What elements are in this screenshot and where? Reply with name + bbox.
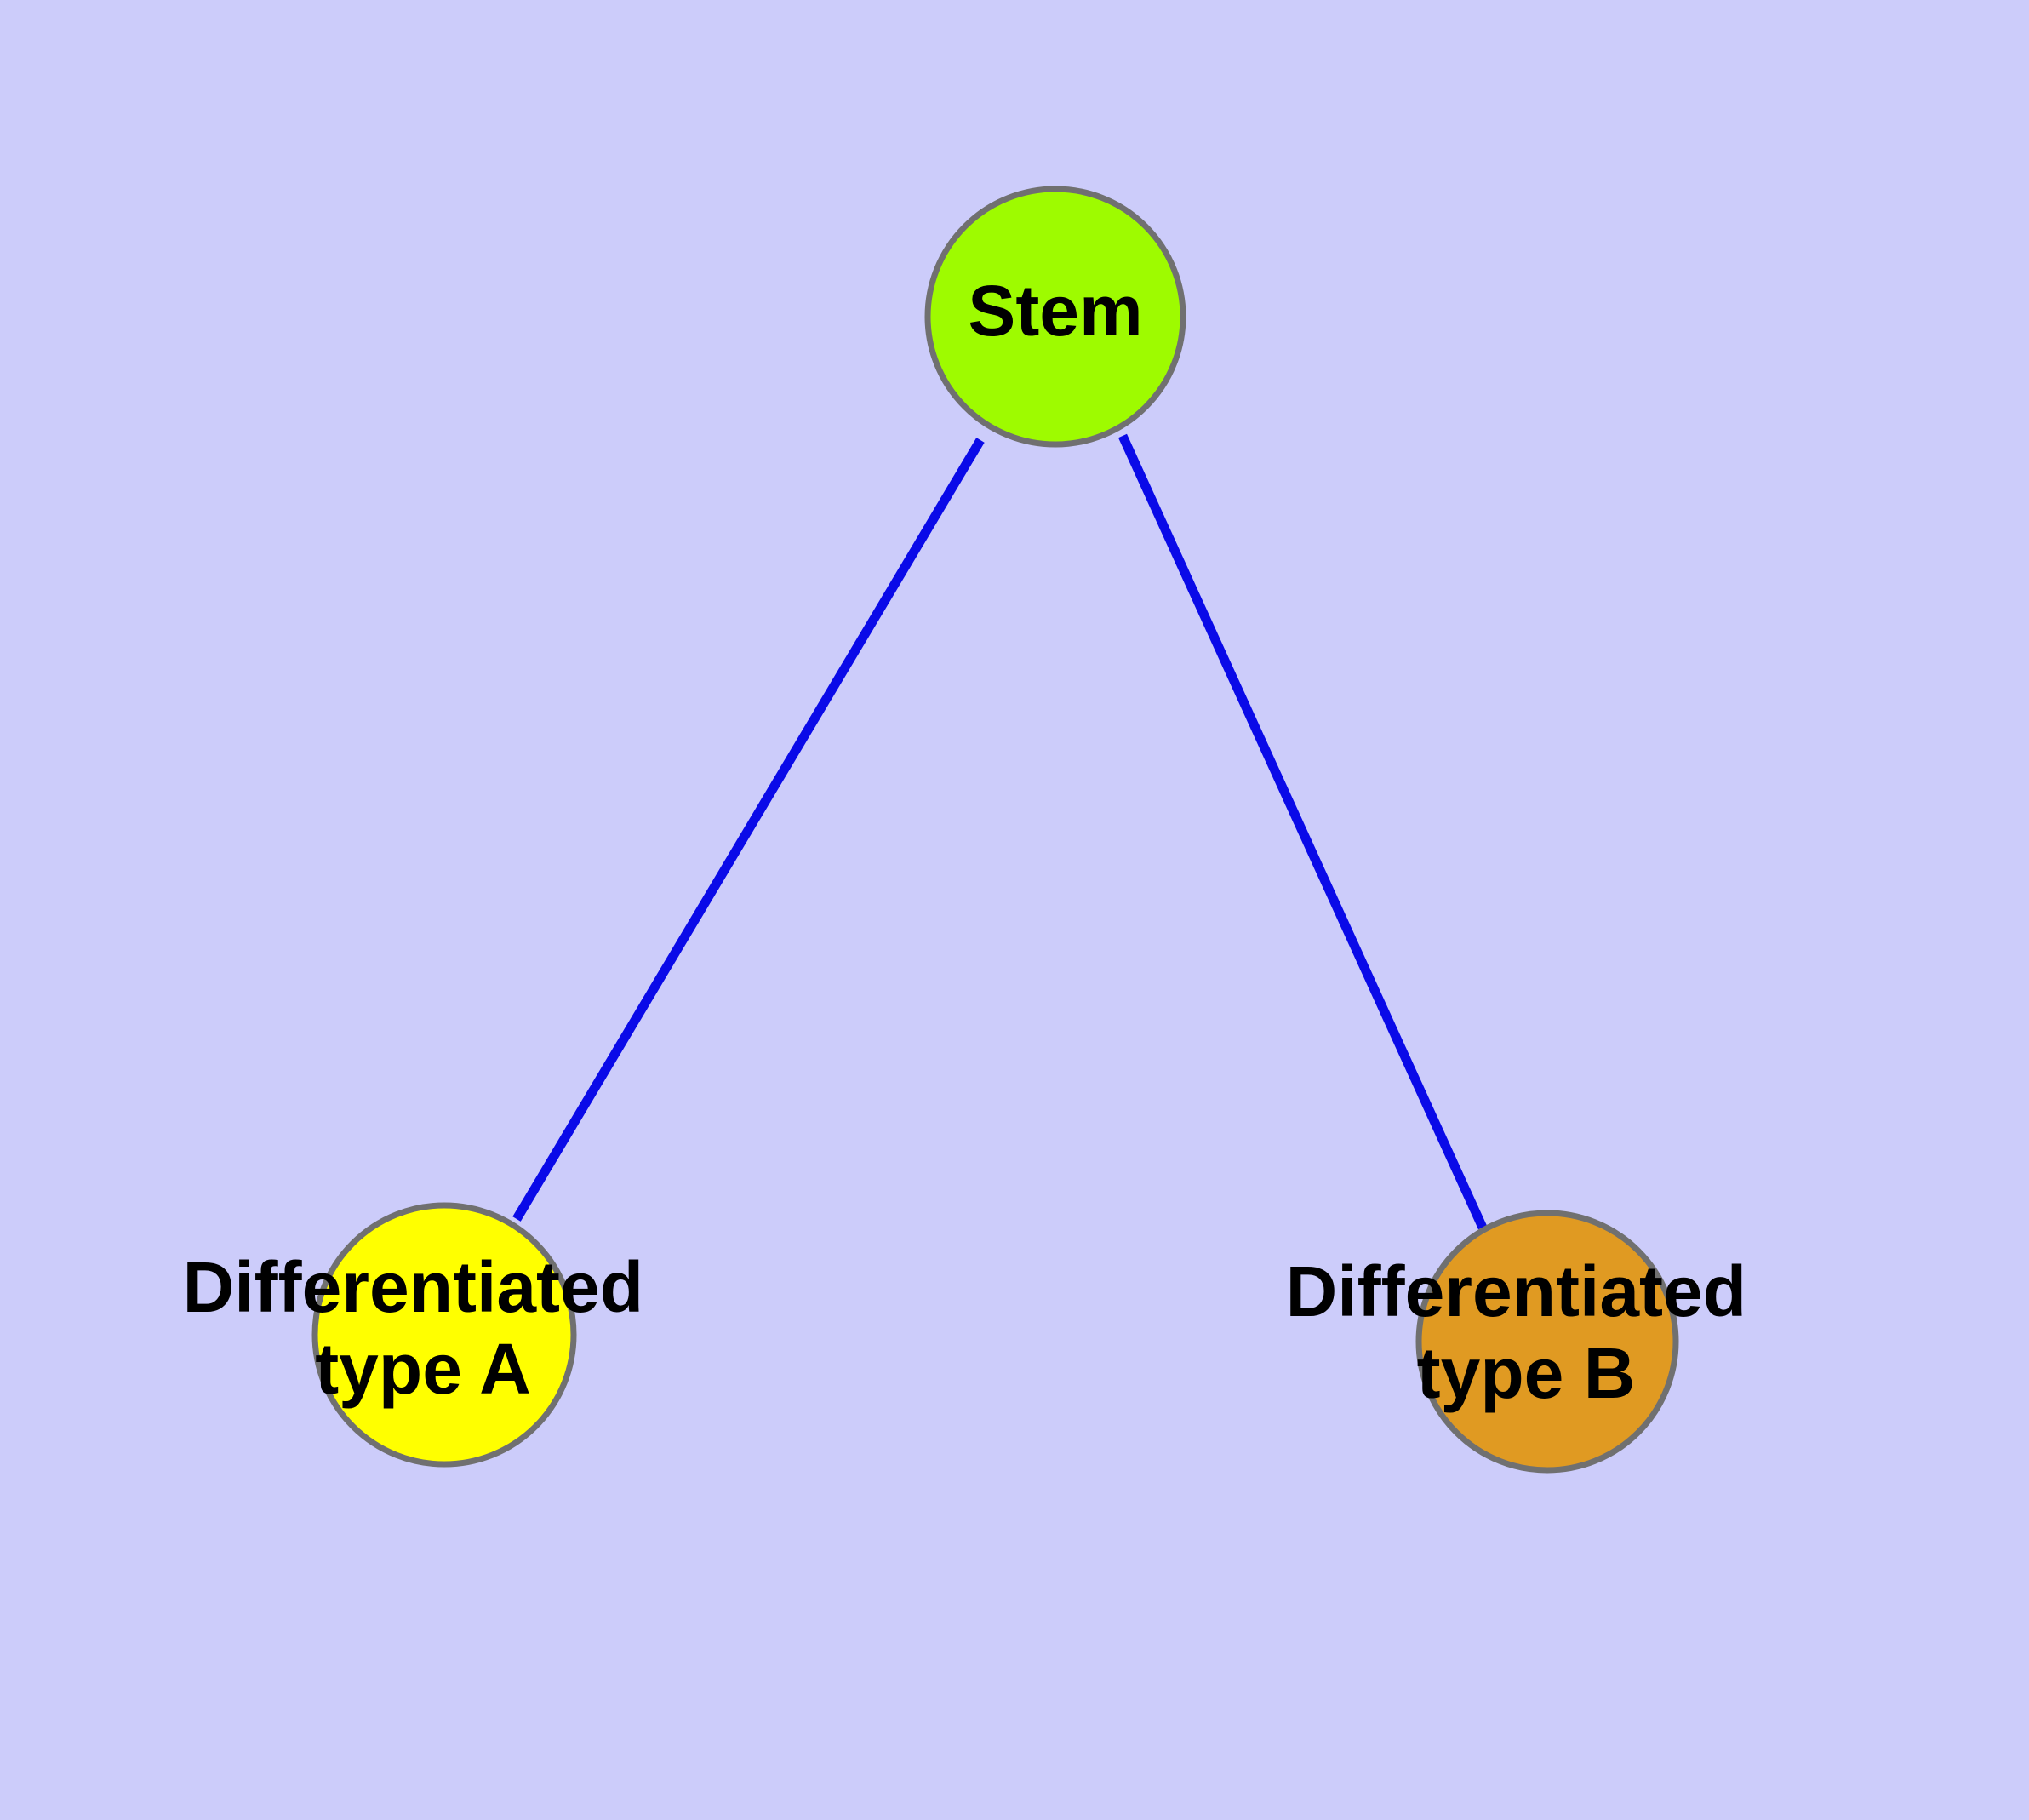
node-diff-type-b-circle[interactable] bbox=[1415, 1210, 1679, 1474]
node-diff-type-a-circle[interactable] bbox=[311, 1202, 577, 1468]
edge-stem-to-diff-type-a bbox=[512, 438, 985, 1222]
node-stem[interactable]: Stem bbox=[924, 186, 1186, 448]
edge-stem-to-diff-type-b bbox=[1117, 433, 1488, 1230]
node-diff-type-b-label: Differentiated type B bbox=[1286, 1251, 1767, 1413]
node-diff-type-a[interactable]: Differentiated type A bbox=[183, 1202, 664, 1468]
node-stem-circle[interactable] bbox=[924, 186, 1186, 448]
edge-group bbox=[512, 433, 1488, 1230]
node-stem-label: Stem bbox=[968, 271, 1142, 351]
node-diff-type-b[interactable]: Differentiated type B bbox=[1286, 1210, 1767, 1474]
node-diff-type-a-label: Differentiated type A bbox=[183, 1247, 664, 1409]
node-group: Stem Differentiated type A Differentiate… bbox=[183, 186, 1767, 1474]
